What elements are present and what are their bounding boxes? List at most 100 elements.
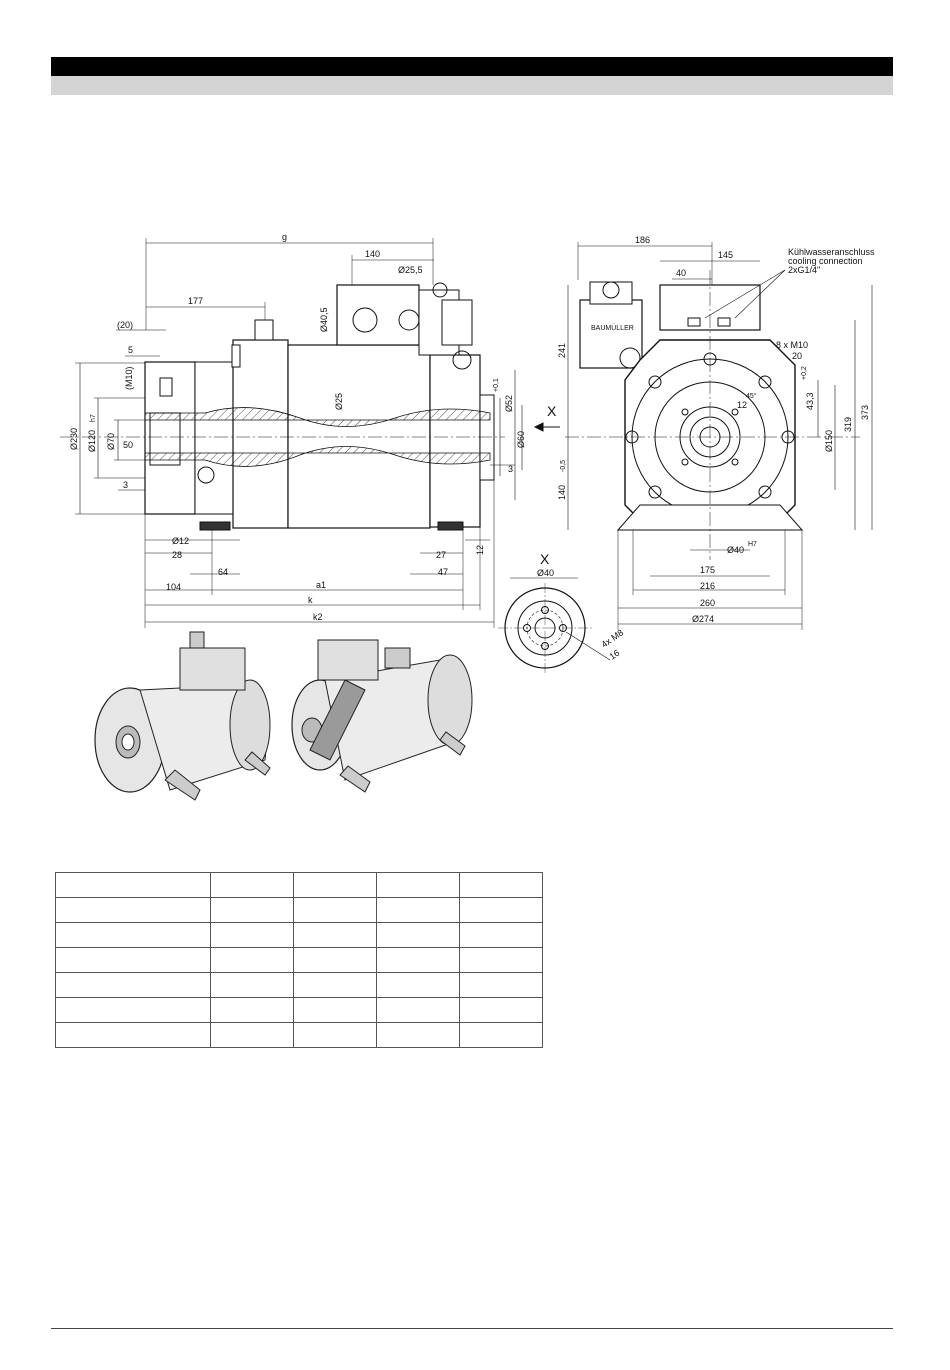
header-bar-black — [51, 57, 893, 76]
dim-40-h7: Ø40 — [727, 545, 744, 555]
dim-27: 27 — [436, 550, 446, 560]
table-cell — [293, 897, 377, 923]
dim-145: 145 — [718, 250, 733, 260]
table-cell — [55, 947, 211, 973]
dim-60: Ø60 — [516, 431, 526, 448]
footer-rule — [51, 1328, 893, 1329]
table-cell — [210, 997, 294, 1023]
dim-50: 50 — [123, 440, 133, 450]
front-view — [565, 242, 873, 630]
dim-319: 319 — [843, 417, 853, 432]
table-cell — [293, 872, 377, 898]
table-cell — [55, 972, 211, 998]
motor-render-front — [94, 631, 271, 801]
technical-drawing: g 140 Ø25,5 Ø40,5 177 (20) 5 (M10) Ø230 … — [60, 232, 875, 801]
front-view-labels: 186 145 40 Kühlwasseranschluss cooling c… — [557, 235, 875, 624]
table-cell — [376, 1022, 460, 1048]
tol-0-1: +0,1 — [493, 378, 500, 392]
dim-43-3: 43,3 — [805, 392, 815, 410]
table-cell — [459, 922, 543, 948]
table-cell — [210, 1022, 294, 1048]
table-row — [55, 897, 543, 923]
dim-20: (20) — [117, 320, 133, 330]
side-view — [60, 238, 560, 628]
table-row — [55, 922, 543, 948]
table-cell — [459, 872, 543, 898]
motor-render-rear — [291, 639, 473, 793]
table-row — [55, 997, 543, 1023]
cooling-label-en: cooling connection — [788, 256, 863, 266]
dim-120: Ø120 — [87, 430, 97, 452]
dim-45: 45° — [746, 392, 757, 400]
dim-depth-20: 20 — [792, 351, 802, 361]
dim-260: 260 — [700, 598, 715, 608]
cooling-label-de: Kühlwasseranschluss — [788, 247, 875, 257]
table-cell — [376, 997, 460, 1023]
detail-x-view — [498, 577, 611, 675]
dim-104: 104 — [166, 582, 181, 592]
dim-70: Ø70 — [106, 433, 116, 450]
table-cell — [376, 897, 460, 923]
dim-12a: Ø12 — [172, 536, 189, 546]
table-cell — [55, 1022, 211, 1048]
dim-230: Ø230 — [69, 428, 79, 450]
dim-a1: a1 — [316, 580, 326, 590]
tol-120: h7 — [90, 414, 97, 422]
detail-x-depth16: 16 — [607, 648, 621, 662]
view-x-label: X — [547, 403, 557, 419]
dim-m10: (M10) — [124, 366, 134, 390]
dim-150: Ø150 — [824, 430, 834, 452]
table-cell — [210, 897, 294, 923]
table-row — [55, 1022, 543, 1048]
spec-table — [55, 872, 543, 1048]
dim-12: 12 — [737, 400, 747, 410]
dim-8xm10: 8 x M10 — [776, 340, 808, 350]
dim-373: 373 — [860, 405, 870, 420]
dim-25-5: Ø25,5 — [398, 265, 423, 275]
detail-x-m8: 4x M8 — [599, 627, 625, 649]
dim-274: Ø274 — [692, 614, 714, 624]
dim-140-front: 140 — [557, 485, 567, 500]
header-bar-grey — [51, 76, 893, 95]
table-cell — [293, 922, 377, 948]
dim-k: k — [308, 595, 313, 605]
dim-175: 175 — [700, 565, 715, 575]
table-cell — [293, 1022, 377, 1048]
cooling-thread: 2xG1/4" — [788, 265, 820, 275]
table-cell — [55, 922, 211, 948]
table-cell — [210, 972, 294, 998]
dim-3a: 3 — [123, 480, 128, 490]
table-cell — [459, 897, 543, 923]
dim-k2: k2 — [313, 612, 323, 622]
dim-140: 140 — [365, 249, 380, 259]
dim-25: Ø25 — [334, 393, 344, 410]
dim-241: 241 — [557, 343, 567, 358]
table-cell — [459, 947, 543, 973]
detail-x-dim-40: Ø40 — [537, 568, 554, 578]
tol-43-3: +0,2 — [801, 366, 808, 380]
dim-5: 5 — [128, 345, 133, 355]
table-cell — [376, 972, 460, 998]
dim-216: 216 — [700, 581, 715, 591]
dim-12b: 12 — [475, 545, 485, 555]
dim-52: Ø52 — [504, 395, 514, 412]
dim-40: 40 — [676, 268, 686, 278]
table-cell — [293, 997, 377, 1023]
detail-x-title: X — [540, 551, 550, 567]
table-cell — [55, 897, 211, 923]
table-cell — [376, 872, 460, 898]
table-cell — [210, 947, 294, 973]
tol-140: -0,5 — [560, 460, 567, 472]
table-row — [55, 872, 543, 898]
table-cell — [459, 972, 543, 998]
dim-186: 186 — [635, 235, 650, 245]
table-cell — [55, 872, 211, 898]
table-cell — [293, 972, 377, 998]
side-view-labels: g 140 Ø25,5 Ø40,5 177 (20) 5 (M10) Ø230 … — [69, 232, 557, 622]
dim-28: 28 — [172, 550, 182, 560]
table-row — [55, 972, 543, 998]
table-cell — [459, 997, 543, 1023]
table-cell — [376, 922, 460, 948]
dim-64: 64 — [218, 567, 228, 577]
table-row — [55, 947, 543, 973]
